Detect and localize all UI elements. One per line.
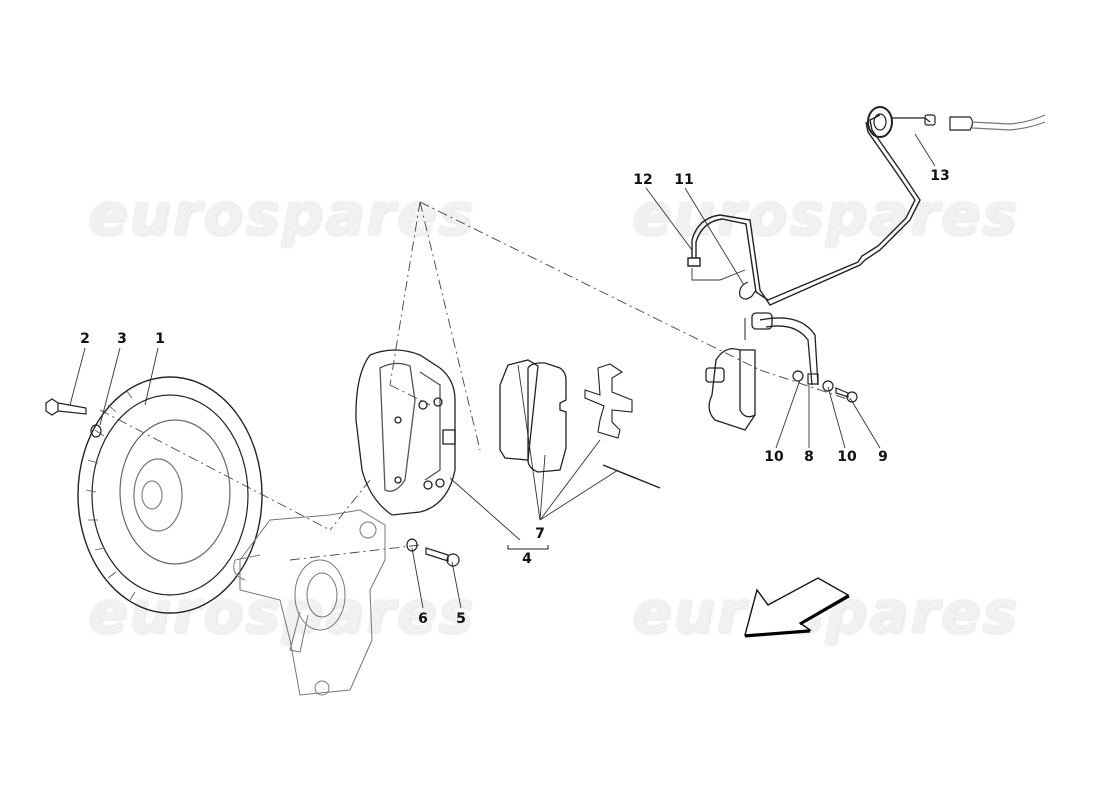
brake-pipe <box>687 114 921 306</box>
callout-2[interactable]: 2 <box>80 331 90 347</box>
callout-5[interactable]: 5 <box>456 611 466 627</box>
grommet <box>867 106 1046 138</box>
callout-10-left[interactable]: 10 <box>764 449 784 465</box>
brake-disc <box>77 376 263 614</box>
callout-12[interactable]: 12 <box>633 172 653 188</box>
pad-pin <box>602 464 661 489</box>
group-bracket <box>507 545 549 550</box>
washer-10-right <box>822 380 834 392</box>
washer-6 <box>406 538 418 552</box>
callout-7[interactable]: 7 <box>535 526 545 542</box>
wheel-hub-knuckle <box>233 509 386 696</box>
callout-13[interactable]: 13 <box>930 168 950 184</box>
assembly-lines <box>99 201 851 561</box>
watermark-top-left: eurospares <box>88 180 475 248</box>
callout-10-right[interactable]: 10 <box>837 449 857 465</box>
brake-caliper <box>355 349 456 516</box>
brake-hose <box>705 312 819 431</box>
callout-4[interactable]: 4 <box>522 551 532 567</box>
hose-bracket <box>807 373 819 385</box>
washer-3 <box>90 424 102 438</box>
caliper-bolt <box>425 547 460 567</box>
watermark-top-right: eurospares <box>632 180 1019 248</box>
callout-1[interactable]: 1 <box>155 331 165 347</box>
callout-9[interactable]: 9 <box>878 449 888 465</box>
callout-8[interactable]: 8 <box>804 449 814 465</box>
washer-10-left <box>792 370 804 382</box>
direction-arrow-icon <box>744 577 850 638</box>
pad-spring <box>584 363 633 439</box>
callout-6[interactable]: 6 <box>418 611 428 627</box>
leader-lines <box>69 133 936 609</box>
disc-bolt <box>45 398 87 416</box>
bracket-bolt <box>835 387 858 403</box>
callout-11[interactable]: 11 <box>674 172 694 188</box>
callout-3[interactable]: 3 <box>117 331 127 347</box>
brake-pads <box>499 359 567 473</box>
watermark-bottom-left: eurospares <box>88 578 475 646</box>
